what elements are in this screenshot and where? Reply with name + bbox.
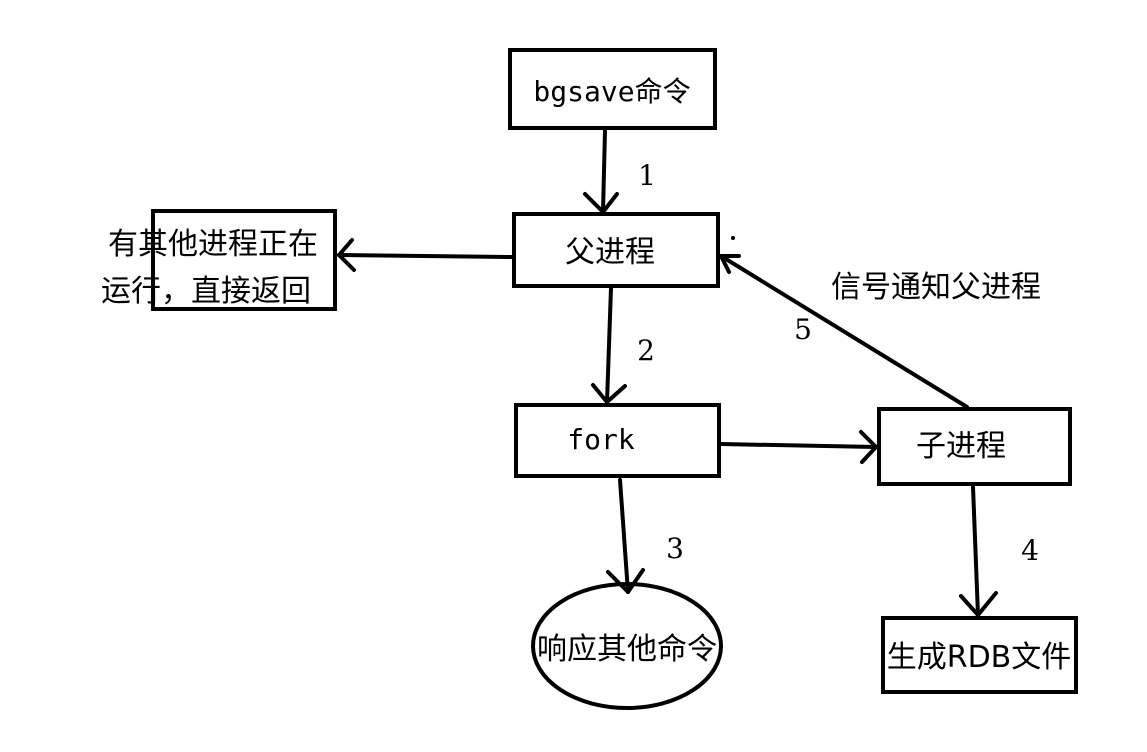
edge-fork-to-respond	[606, 478, 645, 594]
parent-process-label: 父进程	[565, 235, 655, 270]
fork-label: fork	[567, 423, 635, 456]
edge-parent-to-busy	[337, 238, 514, 272]
bgsave-node: bgsave命令	[508, 48, 717, 130]
edge-fork-to-child	[719, 430, 878, 464]
step-2-label: 2	[637, 334, 655, 367]
busy-return-node: 有其他进程正在 运行，直接返回	[101, 209, 337, 311]
edge-child-signal-parent	[719, 254, 969, 409]
respond-commands-node: 响应其他命令	[531, 582, 723, 710]
signal-parent-label: 信号通知父进程	[831, 270, 1041, 305]
busy-return-label-line1: 有其他进程正在	[108, 227, 318, 262]
step-5-label: 5	[794, 313, 812, 346]
parent-process-node: 父进程	[512, 212, 720, 288]
edge-child-to-rdb	[959, 485, 998, 617]
respond-commands-label: 响应其他命令	[537, 632, 717, 667]
rdb-file-label: 生成RDB文件	[887, 640, 1072, 675]
child-process-node: 子进程	[877, 407, 1072, 486]
stray-dot	[731, 236, 735, 240]
rdb-file-node: 生成RDB文件	[881, 616, 1078, 694]
edge-bgsave-to-parent	[583, 128, 619, 214]
step-1-label: 1	[638, 159, 656, 192]
edge-parent-to-fork	[591, 286, 627, 404]
step-4-label: 4	[1021, 534, 1039, 567]
step-3-label: 3	[666, 532, 684, 565]
child-process-label: 子进程	[916, 429, 1006, 464]
busy-return-label-line2: 运行，直接返回	[101, 274, 311, 309]
fork-node: fork	[514, 403, 721, 478]
bgsave-label: bgsave命令	[533, 75, 690, 108]
